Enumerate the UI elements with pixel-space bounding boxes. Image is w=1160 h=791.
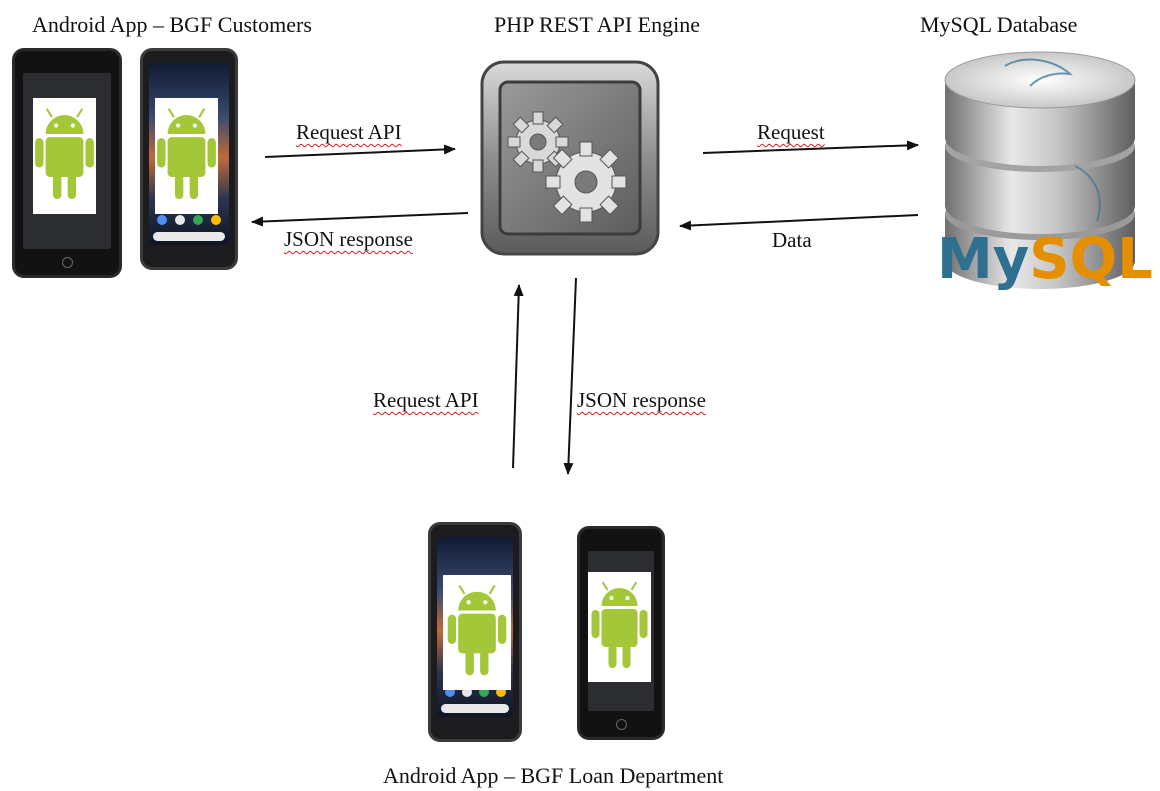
mysql-logo: MySQL: [937, 227, 1153, 292]
label-loan-response: JSON response: [577, 388, 706, 412]
database-cylinder-icon: MySQL: [937, 51, 1153, 292]
customers-app-title: Android App – BGF Customers: [32, 12, 312, 37]
android-logo-icon: [588, 572, 651, 682]
label-loan-request: Request API: [373, 388, 479, 412]
arrow-engine-to-db: [702, 140, 919, 154]
arrow-loan-to-engine: [512, 284, 524, 469]
gears-icon: [480, 60, 660, 256]
android-logo-icon: [33, 98, 96, 214]
arrow-engine-to-customers: [251, 212, 469, 227]
android-logo-icon: [443, 575, 511, 690]
label-db-request: Request: [757, 120, 825, 144]
arrow-db-to-engine: [679, 214, 919, 231]
label-customers-request: Request API: [296, 120, 402, 144]
arrow-customers-to-engine: [264, 144, 456, 158]
api-engine-title: PHP REST API Engine: [494, 12, 700, 37]
database-title: MySQL Database: [920, 12, 1078, 37]
label-db-data: Data: [772, 228, 812, 252]
arrow-engine-to-loan: [563, 277, 577, 475]
loan-app-title: Android App – BGF Loan Department: [383, 763, 724, 788]
android-logo-icon: [155, 98, 218, 214]
label-customers-response: JSON response: [284, 227, 413, 251]
